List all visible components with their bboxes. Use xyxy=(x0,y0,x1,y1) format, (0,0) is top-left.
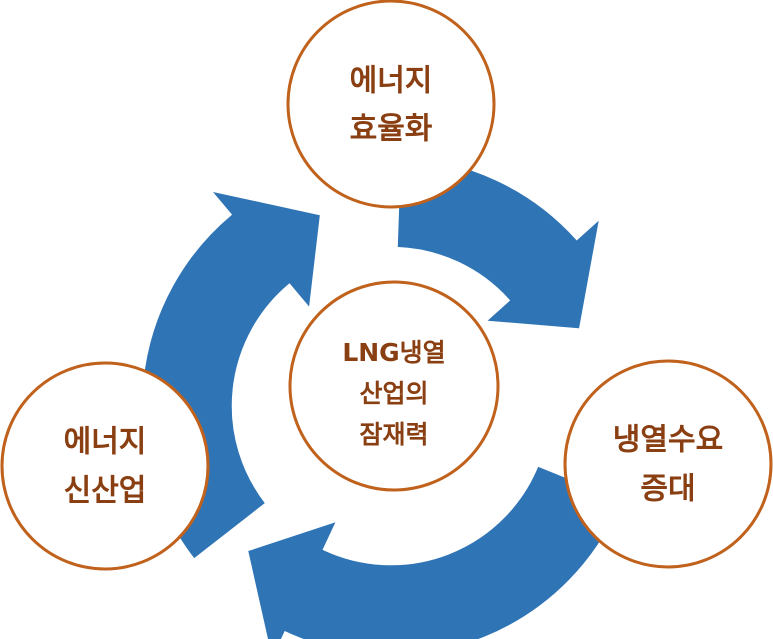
center-label-line-3: 잠재력 xyxy=(359,420,428,449)
node-circle xyxy=(563,359,773,569)
center-circle xyxy=(288,280,500,492)
node-label-line-2: 신산업 xyxy=(64,474,147,509)
node-label-line-1: 냉열수요 xyxy=(613,423,723,458)
node-label-line-1: 에너지 xyxy=(64,425,147,460)
center-label-line-2: 산업의 xyxy=(359,379,428,408)
node-energy-new-industry: 에너지 신산업 xyxy=(0,361,210,571)
node-energy-efficiency: 에너지 효율화 xyxy=(286,0,496,209)
center-label-line-1: LNG냉열 xyxy=(342,338,445,367)
node-circle xyxy=(0,361,210,571)
node-label-line-2: 증대 xyxy=(640,472,695,507)
center-node: LNG냉열 산업의 잠재력 xyxy=(288,280,500,492)
cycle-arrow-right-to-left xyxy=(245,463,625,639)
node-cold-demand-increase: 냉열수요 증대 xyxy=(563,359,773,569)
node-label-line-2: 효율화 xyxy=(350,112,433,147)
node-circle xyxy=(286,0,496,209)
node-label-line-1: 에너지 xyxy=(350,64,433,99)
